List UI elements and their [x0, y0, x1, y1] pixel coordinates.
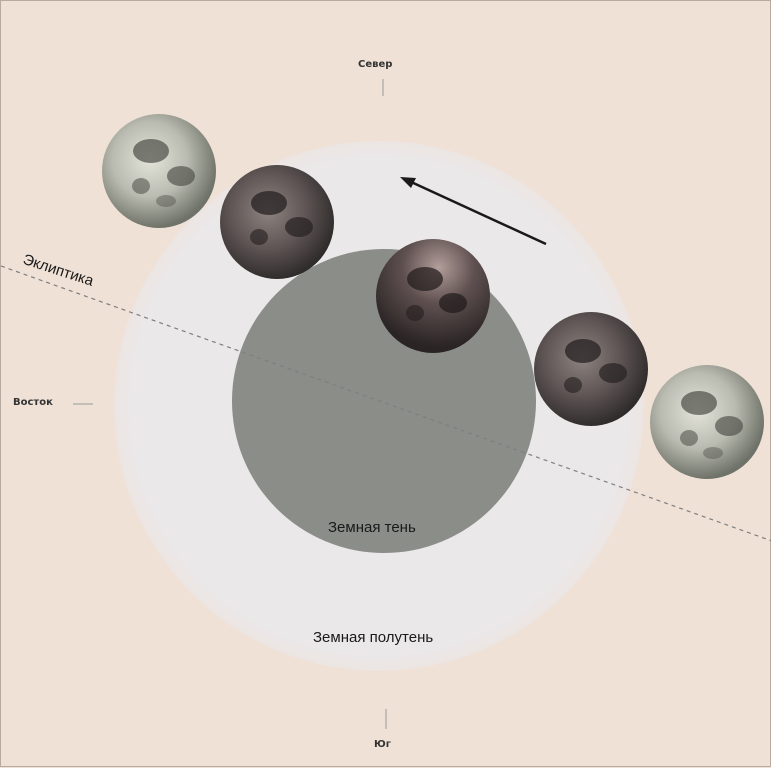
penumbra-label: Земная полутень — [313, 629, 434, 646]
ecliptic-line — [1, 265, 771, 542]
north-label: Север — [358, 59, 393, 70]
moon-5 — [650, 365, 764, 479]
moon-icon — [102, 114, 216, 228]
moon-icon — [220, 165, 334, 279]
moon-4 — [534, 312, 648, 426]
moon-icon — [376, 239, 490, 353]
moon-icon — [650, 365, 764, 479]
moon-1 — [102, 114, 216, 228]
moon-2 — [220, 165, 334, 279]
moon-icon — [534, 312, 648, 426]
arrow-up-left-icon — [400, 177, 547, 246]
south-label: Юг — [374, 739, 391, 750]
east-label: Восток — [13, 397, 53, 408]
umbra-label: Земная тень — [328, 519, 416, 536]
moon-3 — [376, 239, 490, 353]
